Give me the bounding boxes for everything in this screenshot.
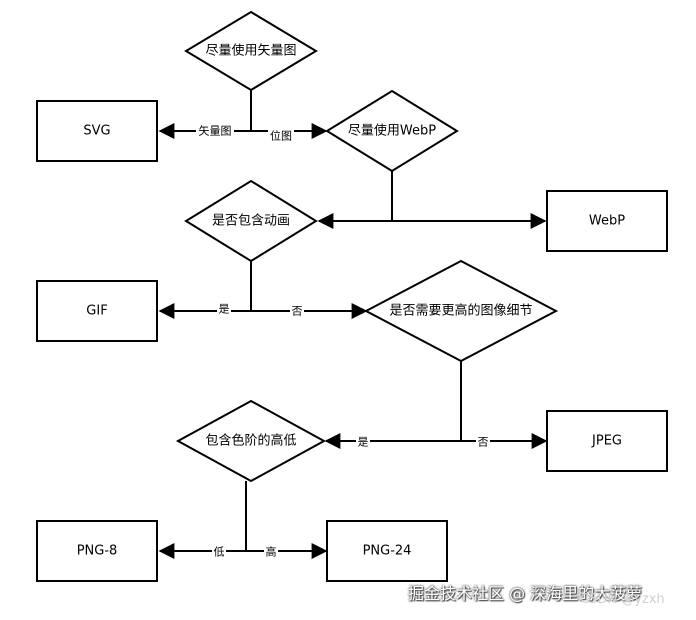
decision-animation-label: 是否包含动画 [212, 213, 290, 229]
edge-label-bitmap: 位图 [270, 129, 292, 143]
result-png24-label: PNG-24 [363, 544, 412, 559]
result-png8-label: PNG-8 [77, 544, 118, 559]
result-box-png8 [36, 520, 158, 582]
decision-webp [325, 89, 459, 173]
decision-colors [175, 399, 327, 483]
result-box-webp [546, 190, 668, 252]
result-box-svg [36, 100, 158, 162]
decision-detail-label: 是否需要更高的图像细节 [389, 303, 532, 319]
decision-colors-label: 包含色阶的高低 [205, 433, 296, 449]
result-gif-label: GIF [86, 304, 107, 319]
connectors [158, 90, 548, 559]
result-svg-label: SVG [83, 124, 110, 139]
edge-label-detail-yes: 是 [358, 436, 369, 449]
edge-label-high: 高 [266, 545, 277, 559]
watermark-text: 掘金技术社区 @ 深海里的大菠萝 [408, 584, 643, 603]
decision-detail [363, 259, 559, 363]
result-box-jpeg [546, 410, 668, 472]
decision-webp-label: 尽量使用WebP [348, 123, 436, 139]
result-webp-label: WebP [589, 214, 625, 229]
watermark-subtext: CSDN @yzxh [580, 592, 665, 607]
edge-label-detail-no: 否 [478, 436, 489, 449]
edge-label-vector: 矢量图 [199, 124, 232, 138]
decision-vector-label: 尽量使用矢量图 [205, 43, 296, 59]
result-box-png24 [326, 520, 448, 582]
result-jpeg-label: JPEG [591, 434, 622, 449]
edge-label-low: 低 [214, 546, 225, 559]
decision-animation [184, 179, 318, 263]
edge-label-animation-yes: 是 [219, 303, 230, 316]
decision-vector [184, 10, 318, 92]
edge-label-animation-no: 否 [292, 305, 303, 318]
result-box-gif [36, 280, 158, 342]
